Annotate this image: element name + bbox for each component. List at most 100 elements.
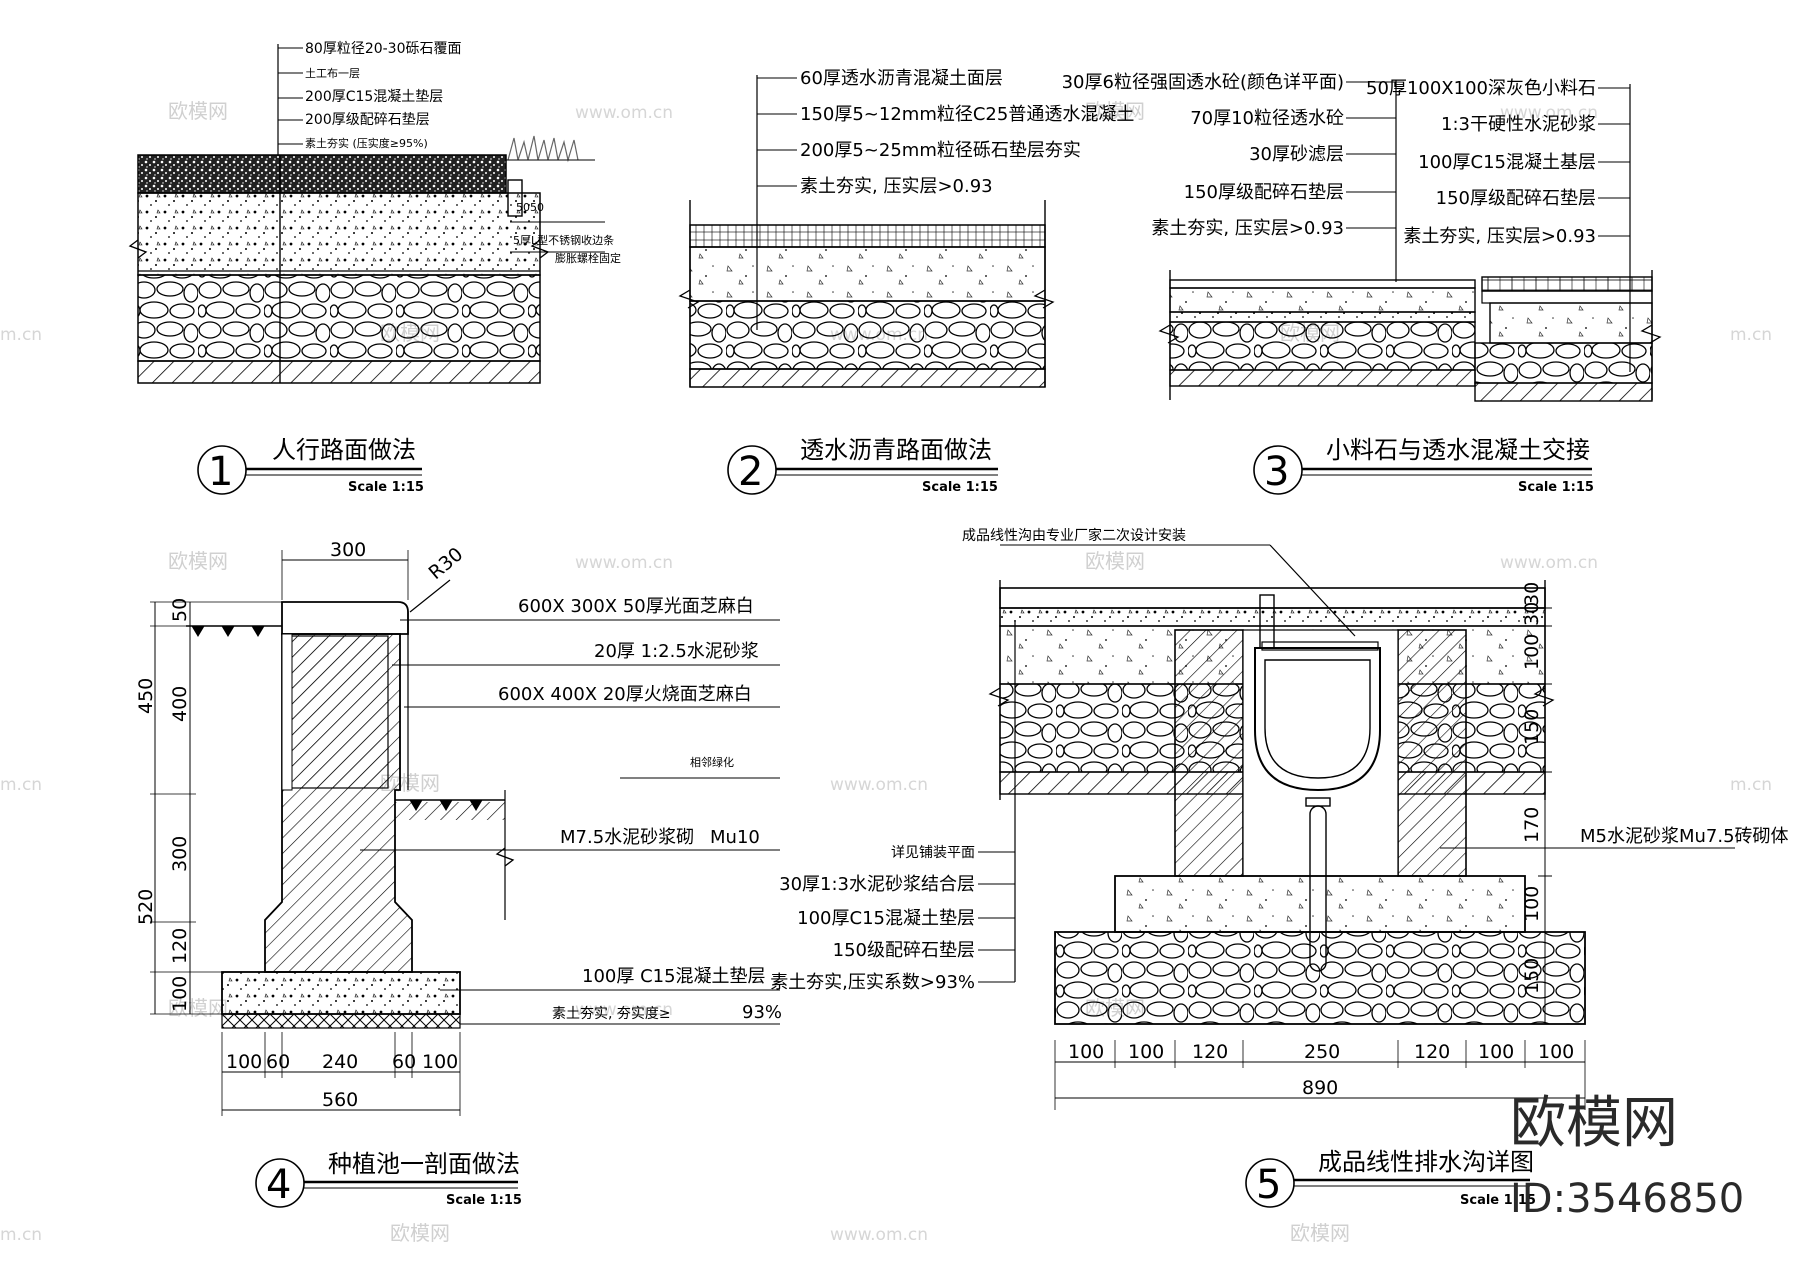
watermark-text: 欧模网	[168, 996, 228, 1020]
dim-total: 890	[1302, 1077, 1338, 1099]
dim-right: 30	[1521, 582, 1543, 606]
scale-label: Scale 1:15	[1518, 480, 1594, 495]
detail-3-stone-permeable-junction: 30厚6粒径强固透水砼(颜色详平面) 70厚10粒径透水砼 30厚砂滤层 150…	[1062, 72, 1662, 495]
layer-label: 200厚级配碎石垫层	[305, 112, 430, 128]
dim-bottom: 100	[422, 1051, 458, 1073]
dim-left: 520	[135, 889, 157, 925]
scale-label: Scale 1:15	[922, 480, 998, 495]
layer-label-right: M5水泥砂浆Mu7.5砖砌体	[1580, 826, 1789, 847]
watermark-url: www.om.cn	[575, 1000, 673, 1020]
layer-label: M7.5水泥砂浆砌	[560, 827, 694, 848]
watermark-url: m.cn	[0, 325, 42, 345]
dim-bottom: 120	[1414, 1041, 1450, 1063]
layer-label: 80厚粒径20-30砾石覆面	[305, 41, 462, 57]
edge-label: 膨胀螺栓固定	[555, 251, 621, 265]
layer-label-left: 详见铺装平面	[891, 845, 975, 861]
watermark-text: 欧模网	[168, 99, 228, 123]
brand-watermark: 欧模网 ID:3546850	[1510, 1091, 1744, 1222]
edge-dim: 50	[516, 201, 530, 214]
dim-bottom: 250	[1304, 1041, 1340, 1063]
layer-label-right: 素土夯实, 压实层>0.93	[1403, 226, 1596, 247]
layer-label: Mu10	[710, 827, 760, 848]
layer-label: 相邻绿化	[690, 755, 734, 769]
dim-bottom: 100	[1538, 1041, 1574, 1063]
detail-number-circle	[1245, 1158, 1295, 1208]
dim-right: 150	[1521, 709, 1543, 745]
scale-label: Scale 1:15	[1460, 1193, 1536, 1208]
detail-title: 透水沥青路面做法	[800, 436, 992, 464]
watermark-url: www.om.cn	[1500, 103, 1598, 123]
layer-label-left: 素土夯实, 压实层>0.93	[1151, 218, 1344, 239]
watermark-url: m.cn	[1730, 325, 1772, 345]
layer-label: 150厚5~12mm粒径C25普通透水混凝土	[800, 104, 1134, 125]
layer-label-left: 100厚C15混凝土垫层	[797, 908, 975, 929]
detail-2-permeable-asphalt: 60厚透水沥青混凝土面层 150厚5~12mm粒径C25普通透水混凝土 200厚…	[678, 68, 1134, 495]
dim-bottom: 60	[266, 1051, 290, 1073]
detail-number: 3	[1264, 449, 1289, 495]
detail-number: 5	[1256, 1162, 1281, 1208]
dim-right: 150	[1521, 958, 1543, 994]
dim-bottom: 240	[322, 1051, 358, 1073]
top-label: 成品线性沟由专业厂家二次设计安装	[962, 527, 1186, 544]
layer-label-right: 50厚100X100深灰色小料石	[1366, 78, 1596, 99]
layer-label: 93%	[742, 1002, 782, 1023]
layer-label: 土工布一层	[305, 67, 360, 80]
detail-4-planter-section: R30 300 50 400 450 300 120 520 100 100 6…	[135, 539, 782, 1208]
dim-left: 50	[169, 598, 191, 622]
layer-label: 200厚5~25mm粒径砾石垫层夯实	[800, 140, 1081, 161]
detail-title: 成品线性排水沟详图	[1318, 1148, 1534, 1176]
dim-right: 100	[1521, 886, 1543, 922]
watermark-url: www.om.cn	[830, 775, 928, 795]
dim-bottom: 120	[1192, 1041, 1228, 1063]
watermark-text: 欧模网	[1290, 1221, 1350, 1245]
layer-label: 素土夯实, 夯实度≥	[552, 1006, 671, 1022]
watermark-url: www.om.cn	[830, 1225, 928, 1245]
detail-number: 4	[266, 1162, 291, 1208]
layer-label-right: 150厚级配碎石垫层	[1436, 188, 1596, 209]
layer-label: 素土夯实, 压实层>0.93	[800, 176, 993, 197]
dim-right: 100	[1521, 634, 1543, 670]
dim-top: 300	[330, 539, 366, 561]
layer-label-left: 30厚6粒径强固透水砼(颜色详平面)	[1062, 72, 1344, 93]
detail-title: 小料石与透水混凝土交接	[1326, 436, 1590, 464]
detail-number: 1	[208, 449, 233, 495]
layer-label: 100厚 C15混凝土垫层	[582, 966, 766, 987]
dim-left: 450	[135, 678, 157, 714]
detail-title: 人行路面做法	[272, 436, 416, 464]
watermark-url: m.cn	[1730, 775, 1772, 795]
watermark-url: www.om.cn	[575, 553, 673, 573]
layer-label-left: 30厚砂滤层	[1249, 144, 1344, 165]
edge-label: 5厚L型不锈钢收边条	[513, 233, 614, 247]
watermark-text: 欧模网	[168, 549, 228, 573]
dim-left: 120	[169, 928, 191, 964]
dim-bottom: 100	[1068, 1041, 1104, 1063]
dim-left: 400	[169, 686, 191, 722]
dim-right: 170	[1521, 807, 1543, 843]
dim-left: 100	[169, 976, 191, 1012]
layer-label: 200厚C15混凝土垫层	[305, 89, 443, 105]
watermark-url: www.om.cn	[575, 103, 673, 123]
layer-label-left: 70厚10粒径透水砼	[1190, 108, 1344, 129]
watermark-text: 欧模网	[1085, 549, 1145, 573]
brand-logo-text: 欧模网	[1510, 1091, 1678, 1156]
layer-label-right: 1:3干硬性水泥砂浆	[1441, 114, 1596, 135]
watermark-url: m.cn	[0, 775, 42, 795]
scale-label: Scale 1:15	[348, 480, 424, 495]
layer-label-left: 150级配碎石垫层	[833, 940, 975, 961]
layer-label-left: 30厚1:3水泥砂浆结合层	[779, 874, 975, 895]
radius-dim: R30	[425, 543, 468, 584]
dim-right: 30	[1521, 602, 1543, 626]
scale-label: Scale 1:15	[446, 1193, 522, 1208]
watermark-text: 欧模网	[1085, 99, 1145, 123]
brand-id: ID:3546850	[1510, 1176, 1744, 1222]
detail-number: 2	[738, 449, 763, 495]
dim-bottom: 100	[226, 1051, 262, 1073]
layer-label: 600X 300X 50厚光面芝麻白	[518, 596, 754, 617]
detail-5-linear-drain: 成品线性沟由专业厂家二次设计安装 详见铺装平面 30厚1:3水泥砂浆结合层 10…	[770, 527, 1788, 1208]
dim-left: 300	[169, 836, 191, 872]
watermark-url: www.om.cn	[1500, 553, 1598, 573]
layer-label-right: 100厚C15混凝土基层	[1418, 152, 1596, 173]
detail-1-pedestrian-pavement: 50 50 5厚L型不锈钢收边条 膨胀螺栓固定 80厚粒径20-30砾石覆面 土…	[128, 41, 621, 495]
dim-total: 560	[322, 1089, 358, 1111]
